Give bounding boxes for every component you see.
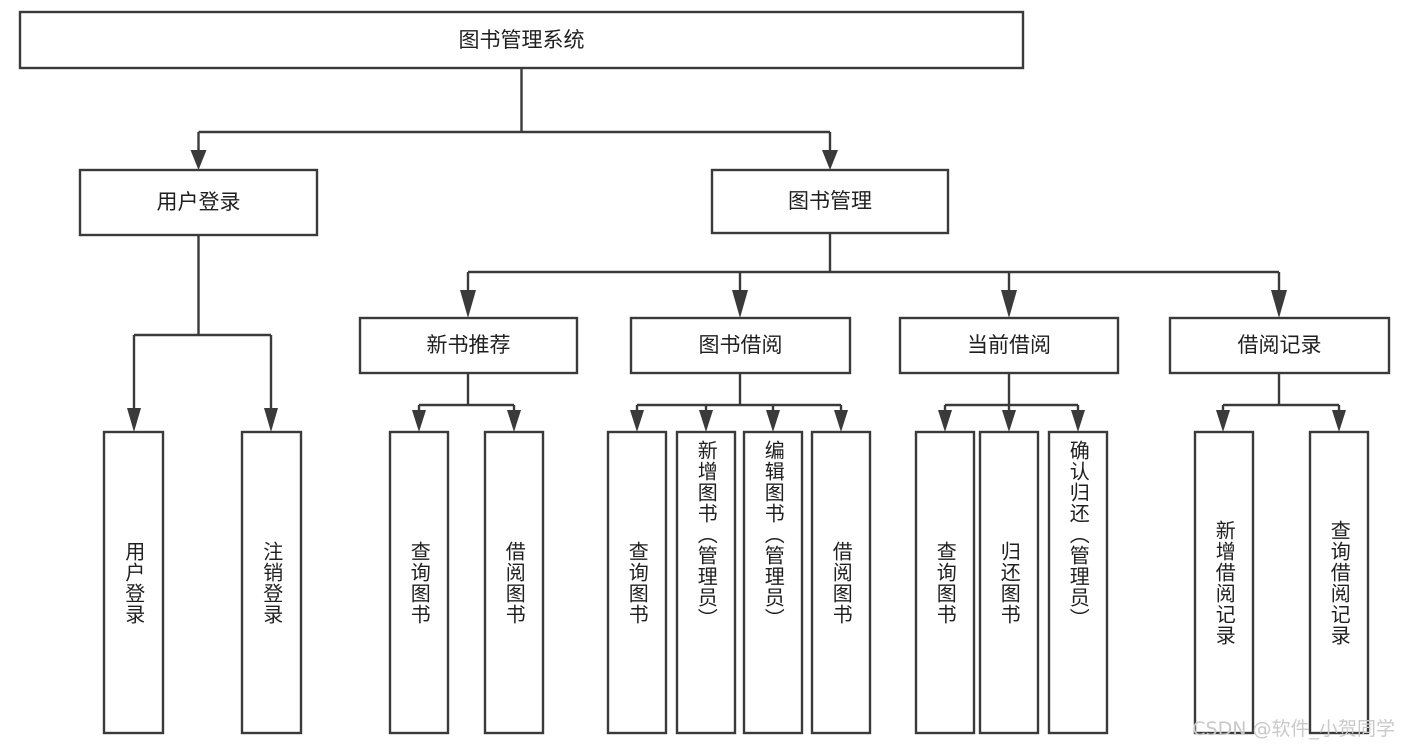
- arrow-head-user-login: [190, 150, 207, 170]
- node-box-new-book-recommend[interactable]: [358, 316, 579, 375]
- arrow-head-leaf-add-book: [699, 410, 713, 432]
- arrow-head-current-borrow: [1001, 290, 1017, 318]
- arrow-head-leaf-user-logout: [264, 408, 278, 432]
- connector-group-borrow-record: [1216, 373, 1346, 432]
- node-box-leaf-query-book-2[interactable]: [606, 430, 668, 735]
- node-box-leaf-user-login[interactable]: [102, 430, 165, 735]
- node-box-borrow-record[interactable]: [1168, 316, 1391, 375]
- arrow-head-borrow-record: [1271, 290, 1287, 318]
- arrow-head-leaf-query-book-1: [412, 410, 426, 432]
- node-label-new-book-recommend: 新书推荐: [427, 333, 511, 357]
- node-box-leaf-borrow-book-1[interactable]: [483, 430, 545, 735]
- arrow-head-leaf-query-book-3: [938, 410, 952, 432]
- node-box-leaf-add-book[interactable]: [675, 430, 737, 735]
- connector-group-current-borrow: [938, 373, 1085, 432]
- arrow-head-leaf-edit-book: [766, 410, 780, 432]
- node-label-current-borrow: 当前借阅: [967, 333, 1051, 357]
- arrow-head-leaf-user-login: [127, 408, 141, 432]
- node-label-root: 图书管理系统: [459, 28, 585, 52]
- node-box-leaf-return-book[interactable]: [978, 430, 1040, 735]
- arrow-head-leaf-query-record: [1332, 410, 1346, 432]
- connector-group-user-login: [127, 235, 278, 432]
- node-label-borrow-record: 借阅记录: [1238, 333, 1322, 357]
- node-box-user-login[interactable]: [78, 168, 319, 237]
- connector-group-new-book-recommend: [412, 373, 521, 432]
- arrow-head-leaf-return-book: [1002, 410, 1016, 432]
- node-box-leaf-confirm-return[interactable]: [1047, 430, 1109, 735]
- watermark-text: CSDN @软件_小贺同学: [1192, 718, 1395, 740]
- arrow-head-leaf-add-record: [1216, 410, 1230, 432]
- node-box-leaf-query-book-1[interactable]: [388, 430, 450, 735]
- node-box-leaf-add-record[interactable]: [1193, 430, 1255, 735]
- node-box-current-borrow[interactable]: [898, 316, 1120, 375]
- node-label-book-manage: 图书管理: [788, 189, 872, 213]
- node-label-user-login: 用户登录: [157, 190, 241, 214]
- connector-group-root: [190, 68, 838, 170]
- node-box-root[interactable]: [18, 10, 1025, 70]
- node-box-leaf-borrow-book-2[interactable]: [810, 430, 872, 735]
- arrow-head-leaf-confirm-return: [1071, 410, 1085, 432]
- connector-group-book-borrow: [630, 373, 848, 432]
- node-box-leaf-query-book-3[interactable]: [914, 430, 976, 735]
- arrow-head-new-book-recommend: [460, 290, 476, 318]
- connector-group-book-manage: [460, 233, 1287, 318]
- arrow-head-leaf-borrow-book-2: [834, 410, 848, 432]
- node-box-book-borrow[interactable]: [629, 316, 852, 375]
- arrow-head-leaf-borrow-book-1: [507, 410, 521, 432]
- node-box-leaf-query-record[interactable]: [1308, 430, 1370, 735]
- arrow-head-book-borrow: [732, 290, 748, 318]
- node-box-book-manage[interactable]: [710, 168, 950, 235]
- node-label-book-borrow: 图书借阅: [699, 333, 783, 357]
- arrow-head-leaf-query-book-2: [630, 410, 644, 432]
- arrow-head-book-manage: [822, 150, 838, 170]
- node-box-leaf-edit-book[interactable]: [742, 430, 804, 735]
- node-box-leaf-user-logout[interactable]: [240, 430, 303, 735]
